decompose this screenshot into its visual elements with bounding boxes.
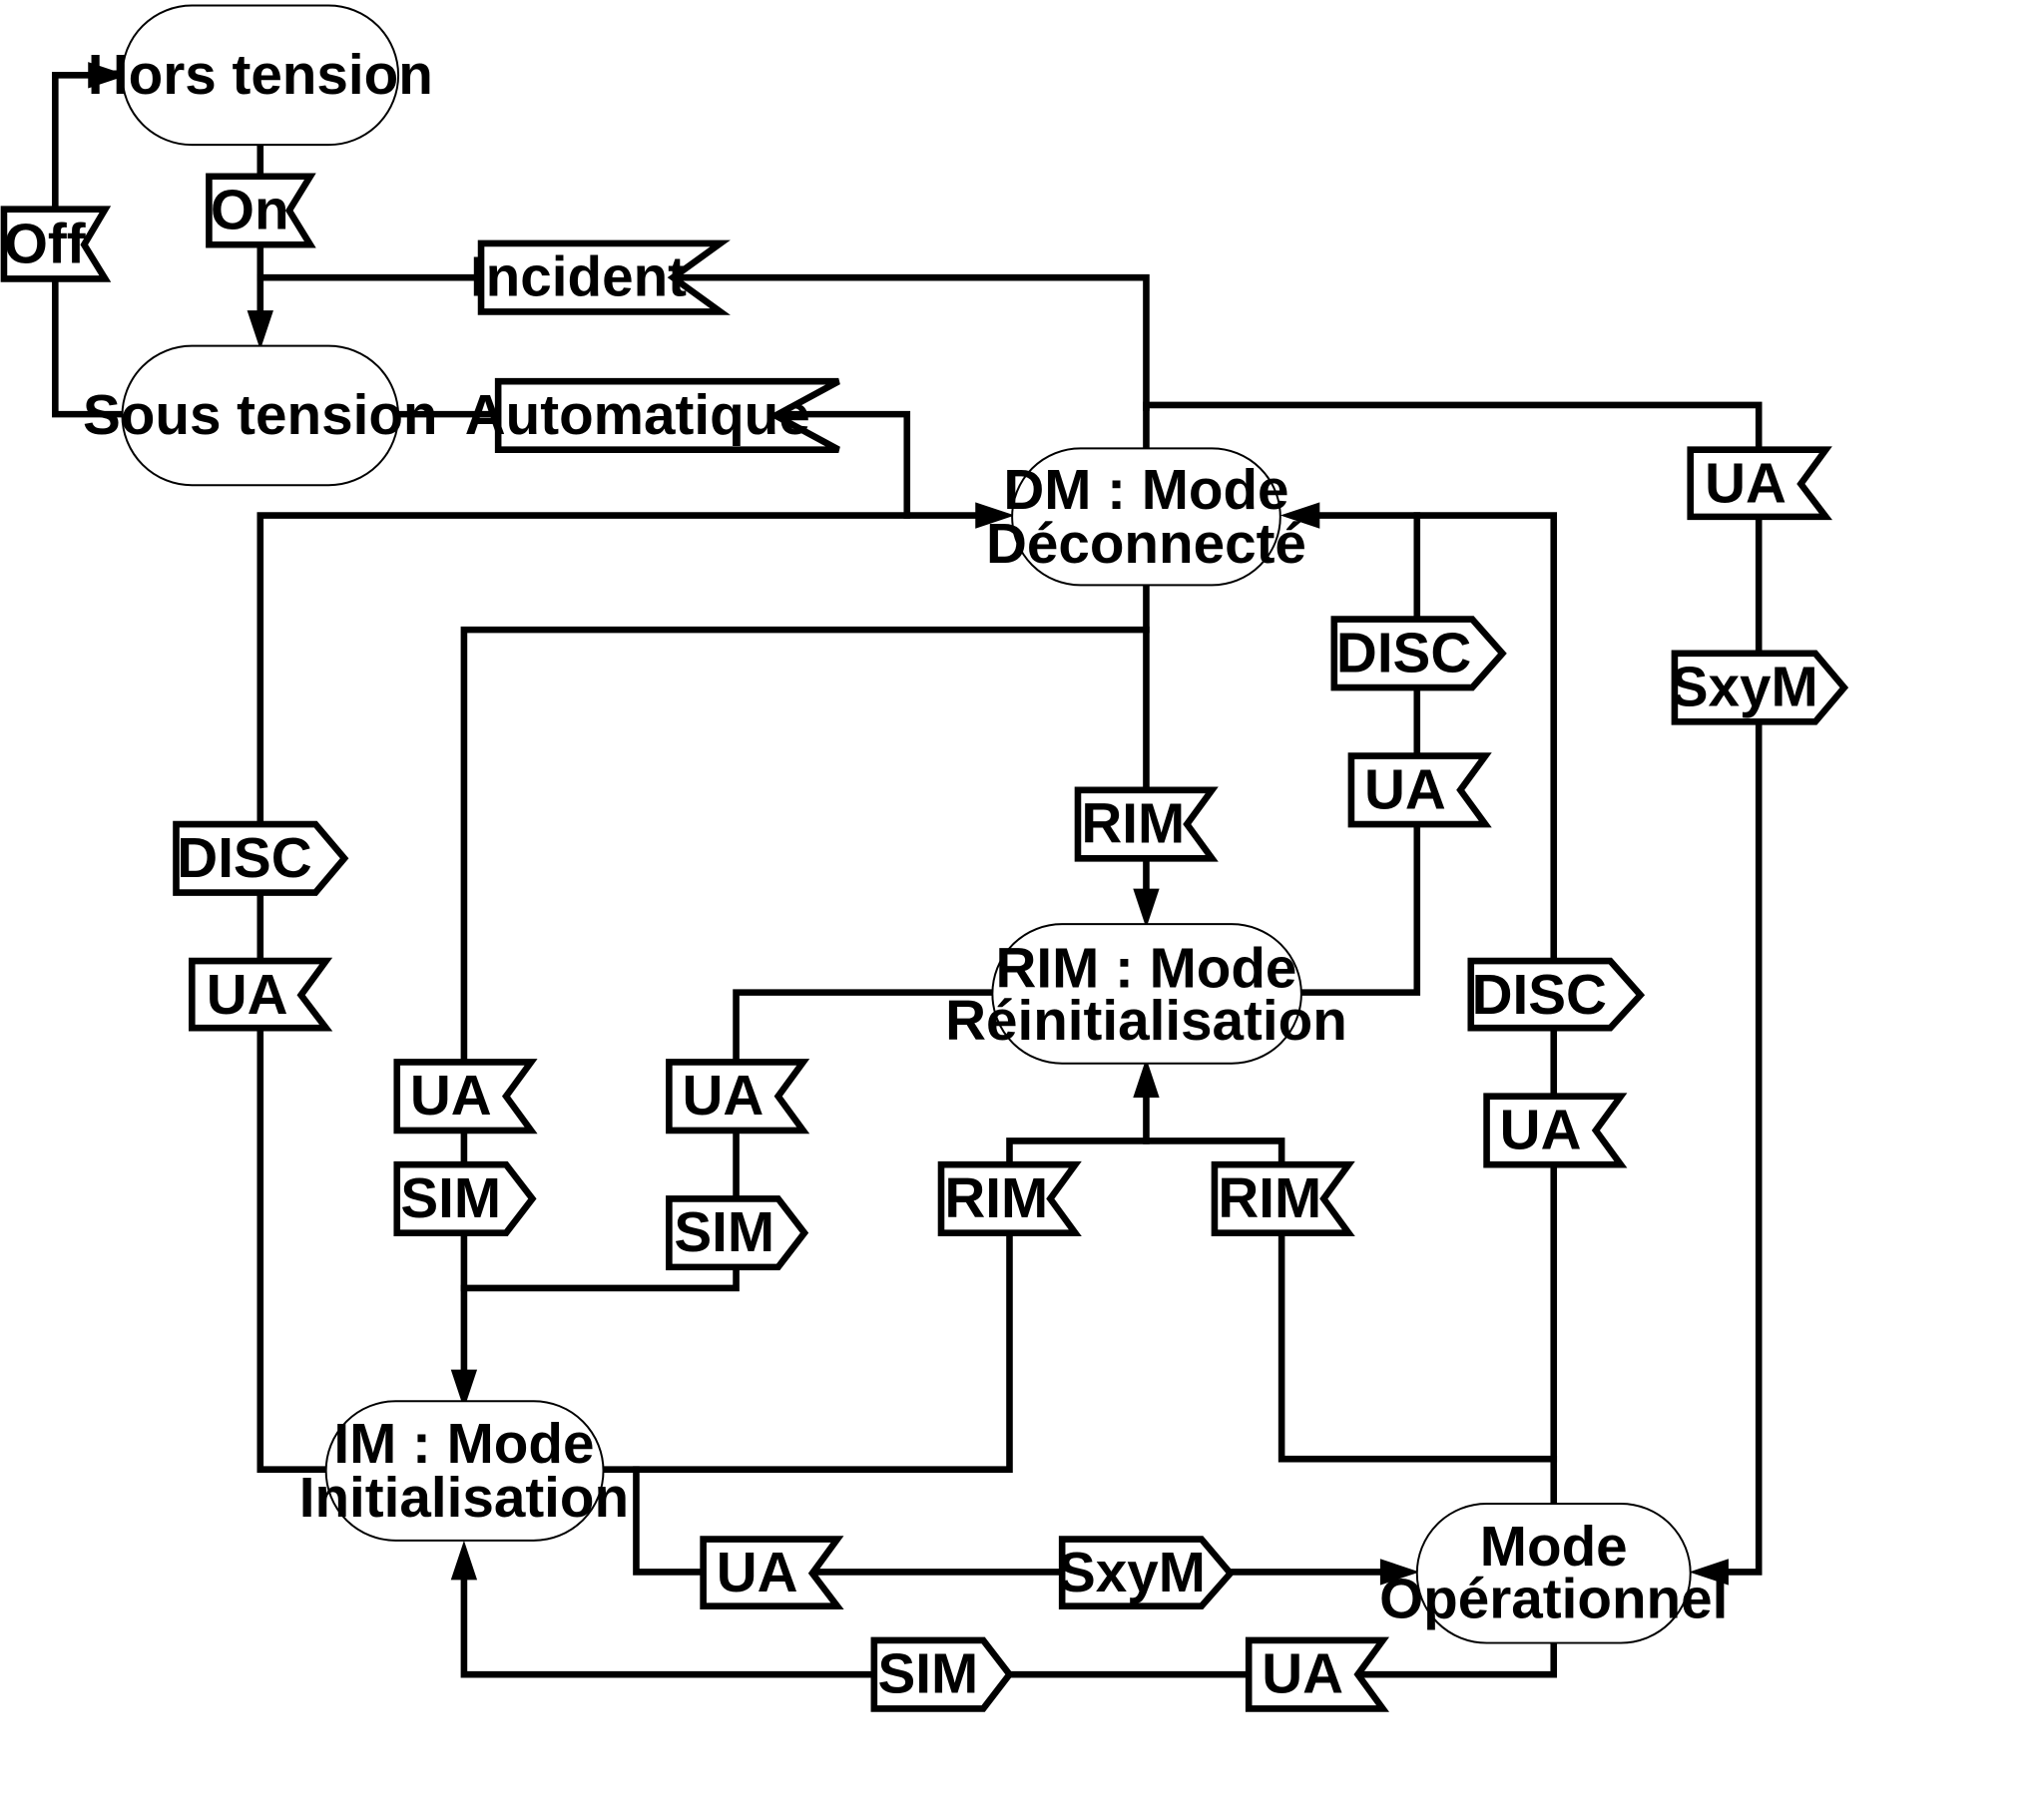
- signal-rim-b-label: RIM: [1218, 1167, 1321, 1230]
- signal-rim-a-label: RIM: [944, 1167, 1048, 1230]
- state-hors-tension: Hors tension: [88, 4, 433, 147]
- signal-ua-op-label: UA: [1500, 1099, 1582, 1161]
- signal-ua-bottom-label: UA: [717, 1542, 798, 1604]
- state-rim-line1: RIM : Mode: [995, 937, 1296, 1000]
- arrowhead-to-hors-tension: [88, 62, 128, 89]
- signal-ua-dm-receive: UA: [1347, 752, 1492, 828]
- signal-off-label: Off: [4, 214, 86, 276]
- signal-ua-op-receive: UA: [1483, 1093, 1628, 1168]
- signal-rim-dm-label: RIM: [1081, 793, 1185, 856]
- state-sous-tension-label: Sous tension: [83, 384, 438, 447]
- wire-dm-to-op-right: [1143, 401, 1763, 1576]
- signal-ua-dm-label: UA: [1364, 758, 1446, 821]
- signal-rim-dm-receive: RIM: [1074, 786, 1219, 862]
- signal-ua-im2-receive: UA: [666, 1059, 810, 1135]
- signal-incident-receive: Incident: [470, 239, 731, 315]
- state-rim: RIM : Mode Réinitialisation: [945, 923, 1347, 1065]
- state-op-line1: Mode: [1480, 1516, 1628, 1579]
- signal-sim-return-label: SIM: [877, 1643, 978, 1706]
- arrowhead-to-dm-left: [975, 502, 1015, 529]
- signal-ua-return-receive: UA: [1245, 1636, 1390, 1712]
- state-sous-tension: Sous tension: [83, 344, 438, 487]
- signal-ua-right-top-label: UA: [1705, 452, 1787, 515]
- wire-im-to-rim: [601, 1229, 1013, 1474]
- signal-disc-op-label: DISC: [1472, 964, 1607, 1027]
- signal-rim-b-receive: RIM: [1211, 1160, 1355, 1236]
- signal-sxym-right-label: SxyM: [1671, 657, 1818, 719]
- arrowhead-to-op-right: [1689, 1559, 1729, 1586]
- signal-sim-im2-label: SIM: [674, 1201, 774, 1264]
- signal-incident-label: Incident: [470, 246, 687, 309]
- signal-ua-left-receive: UA: [188, 957, 333, 1032]
- state-dm: DM : Mode Déconnecté: [986, 447, 1306, 587]
- signal-sxym-bottom-send: SxyM: [1058, 1536, 1236, 1609]
- signal-ua-bottom-receive: UA: [700, 1536, 844, 1609]
- signal-sim-im1-send: SIM: [393, 1160, 537, 1236]
- signal-sim-im1-label: SIM: [400, 1167, 501, 1230]
- signal-ua-im2-label: UA: [682, 1065, 764, 1128]
- arrowhead-to-op-left: [1379, 1559, 1420, 1586]
- signal-on-label: On: [211, 179, 289, 241]
- signal-disc-left-label: DISC: [177, 827, 311, 890]
- signal-ua-right-top-receive: UA: [1687, 446, 1833, 521]
- signal-ua-return-label: UA: [1262, 1643, 1343, 1706]
- arrowhead-to-rim-top: [1133, 888, 1160, 929]
- state-im-line2: Initialisation: [299, 1467, 629, 1530]
- states: Hors tension Sous tension DM : Mode Déco…: [83, 4, 1728, 1644]
- state-op-line2: Opérationnel: [1379, 1569, 1728, 1631]
- signal-on-receive: On: [206, 173, 316, 248]
- signal-automatique-receive: Automatique: [465, 377, 840, 453]
- signal-ua-im1-label: UA: [410, 1065, 492, 1128]
- state-rim-line2: Réinitialisation: [945, 990, 1347, 1053]
- arrowhead-to-rim-bottom: [1133, 1058, 1160, 1098]
- signals: Off On Incident Automatique UA SxyM: [0, 173, 1849, 1712]
- state-dm-line2: Déconnecté: [986, 513, 1306, 576]
- signal-sxym-right-send: SxyM: [1671, 650, 1849, 725]
- signal-sxym-bottom-label: SxyM: [1058, 1542, 1206, 1604]
- signal-off-receive: Off: [0, 206, 112, 282]
- arrowhead-to-im-top: [450, 1369, 478, 1410]
- state-im: IM : Mode Initialisation: [299, 1400, 629, 1542]
- wire-rim-merge: [1006, 1137, 1285, 1167]
- wire-rim-to-im: [460, 989, 996, 1292]
- signal-disc-dm-send: DISC: [1330, 616, 1507, 691]
- signal-sim-return-send: SIM: [870, 1636, 1014, 1712]
- signal-disc-left-send: DISC: [173, 820, 349, 896]
- state-hors-tension-label: Hors tension: [88, 44, 433, 107]
- signal-ua-im1-receive: UA: [393, 1059, 538, 1135]
- state-operationnel: Mode Opérationnel: [1379, 1502, 1728, 1644]
- signal-ua-left-label: UA: [207, 964, 288, 1027]
- signal-disc-dm-label: DISC: [1336, 622, 1471, 684]
- signal-disc-op-send: DISC: [1467, 957, 1646, 1032]
- state-dm-line1: DM : Mode: [1003, 459, 1288, 522]
- arrowheads: [88, 62, 1729, 1586]
- signal-sim-im2-send: SIM: [666, 1195, 809, 1271]
- signal-automatique-label: Automatique: [465, 384, 810, 447]
- wire-op-to-rim: [1278, 1229, 1558, 1463]
- signal-rim-a-receive: RIM: [937, 1160, 1082, 1236]
- arrowhead-to-im-bottom: [450, 1540, 478, 1581]
- state-im-line1: IM : Mode: [333, 1413, 594, 1476]
- arrowhead-to-dm-right: [1279, 502, 1320, 529]
- arrowhead-to-sous-tension: [247, 310, 273, 350]
- wire-op-to-dm: [1308, 512, 1558, 1505]
